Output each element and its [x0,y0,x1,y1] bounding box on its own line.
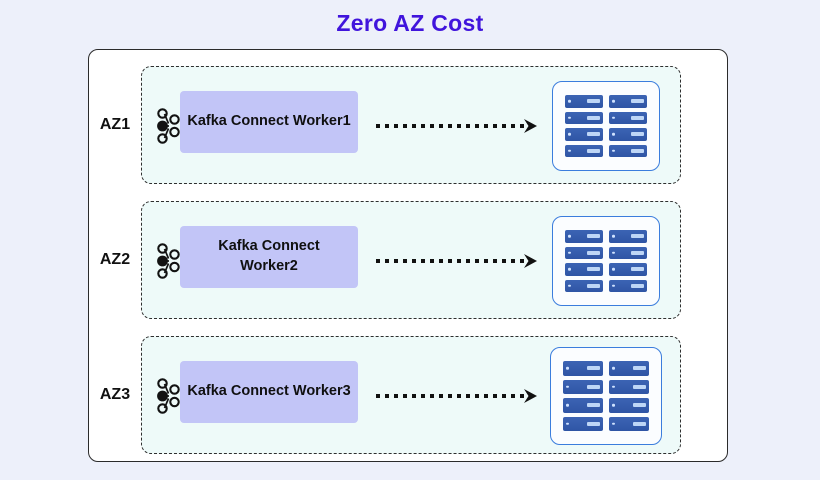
server-unit [609,279,647,292]
server-unit [609,144,647,157]
server-unit [609,95,647,108]
kafka-connect-worker-box[interactable]: Kafka Connect Worker1 [180,91,358,153]
diagram-outer-frame: AZ1 Kafka Connect Worker1 [88,49,728,462]
server-unit [563,379,603,394]
az-label: AZ3 [99,386,131,403]
server-rack-icon [550,347,662,445]
server-rack-icon [552,216,660,306]
server-unit [565,144,603,157]
az-row: AZ2 Kafka Connect Worker2 [89,201,729,319]
server-unit [563,361,603,376]
az-zone-box: Kafka Connect Worker1 [141,66,681,184]
kafka-logo-icon [154,241,182,281]
dotted-arrow-right-icon [374,252,544,270]
server-unit [565,279,603,292]
az-label: AZ2 [99,251,131,268]
server-unit [609,263,647,276]
server-unit [565,95,603,108]
server-unit [563,416,603,431]
server-unit [565,128,603,141]
server-unit [563,398,603,413]
kafka-connect-worker-label: Kafka Connect Worker1 [187,113,351,130]
server-unit [609,361,649,376]
server-unit [609,246,647,259]
server-rack-grid [553,217,659,305]
az-row: AZ3 Kafka Connect Worker3 [89,336,729,454]
server-unit [609,398,649,413]
server-unit [565,111,603,124]
server-rack-icon [552,81,660,171]
az-row: AZ1 Kafka Connect Worker1 [89,66,729,184]
server-unit [565,246,603,259]
kafka-logo-icon [154,106,182,146]
az-label: AZ1 [99,116,131,133]
server-unit [609,379,649,394]
az-zone-box: Kafka Connect Worker2 [141,201,681,319]
az-zone-box: Kafka Connect Worker3 [141,336,681,454]
page-title: Zero AZ Cost [336,10,484,36]
server-unit [609,111,647,124]
kafka-connect-worker-box[interactable]: Kafka Connect Worker3 [180,361,358,423]
kafka-connect-worker-label: Kafka Connect Worker2 [218,238,320,274]
server-unit [609,128,647,141]
server-rack-grid [551,348,661,444]
kafka-connect-worker-box[interactable]: Kafka Connect Worker2 [180,226,358,288]
server-unit [565,230,603,243]
kafka-logo-icon [154,376,182,416]
server-unit [609,416,649,431]
kafka-connect-worker-label: Kafka Connect Worker3 [187,383,351,400]
dotted-arrow-right-icon [374,387,544,405]
dotted-arrow-right-icon [374,117,544,135]
server-unit [565,263,603,276]
server-rack-grid [553,82,659,170]
server-unit [609,230,647,243]
